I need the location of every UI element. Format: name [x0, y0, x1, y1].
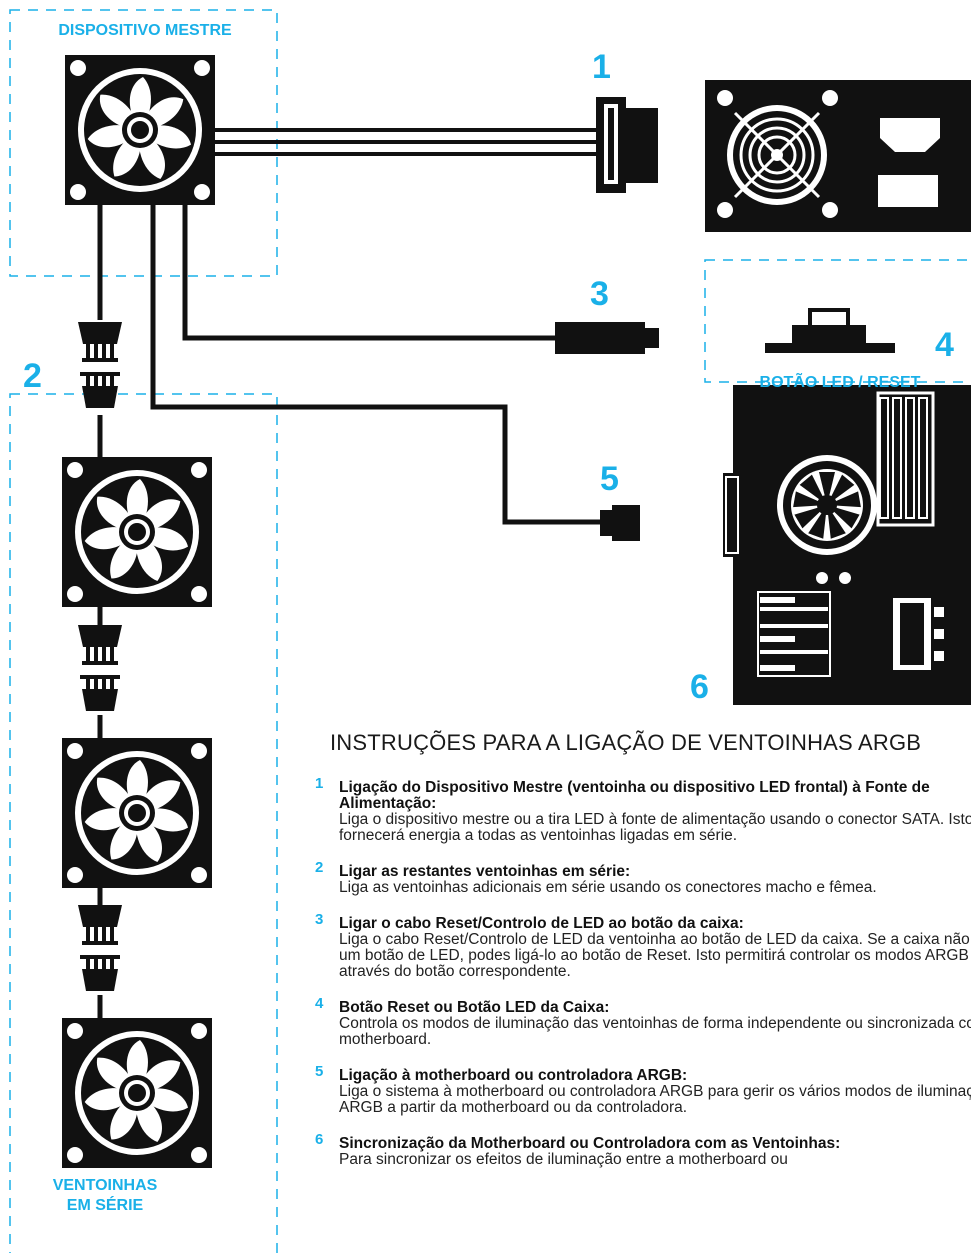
step-number: 6: [315, 1131, 324, 1148]
step-heading: Botão Reset ou Botão LED da Caixa:: [339, 999, 610, 1016]
cables: [97, 128, 600, 1018]
fan-icon: [62, 738, 212, 888]
step-text: Liga as ventoinhas adicionais em série u…: [339, 879, 877, 896]
reset-plug-icon: [555, 322, 659, 354]
step-number: 1: [315, 775, 324, 792]
step-number: 5: [315, 1063, 324, 1080]
number-2: 2: [23, 357, 42, 395]
master-device-label: DISPOSITIVO MESTRE: [58, 22, 232, 39]
step-5: 5 Ligação à motherboard ou controladora …: [315, 1064, 971, 1116]
master-fan-icon: [65, 55, 215, 205]
step-text: Liga o dispositivo mestre ou a tira LED …: [339, 811, 971, 844]
psu-icon: [705, 80, 971, 232]
number-5: 5: [600, 460, 619, 498]
argb-connector-icon: [78, 322, 122, 408]
step-heading: Ligar o cabo Reset/Controlo de LED ao bo…: [339, 915, 744, 932]
fans-series-line2: EM SÉRIE: [66, 1197, 144, 1214]
step-number: 2: [315, 859, 324, 876]
sata-connector-icon: [596, 97, 658, 193]
number-3: 3: [590, 275, 609, 313]
step-heading: Sincronização da Motherboard ou Controla…: [339, 1135, 841, 1152]
fans-series-label: VENTOINHAS EM SÉRIE: [40, 1176, 170, 1216]
led-button-icon: [765, 308, 895, 353]
fan-icon: [62, 1018, 212, 1168]
step-heading: Ligação do Dispositivo Mestre (ventoinha…: [339, 779, 930, 812]
step-heading: Ligação à motherboard ou controladora AR…: [339, 1067, 688, 1084]
number-4: 4: [935, 326, 954, 364]
led-reset-button-label: BOTÃO LED / RESET: [759, 374, 921, 391]
step-number: 4: [315, 995, 324, 1012]
number-1: 1: [592, 48, 611, 86]
argb-connector-icon: [78, 625, 122, 711]
fans-series-line1: VENTOINHAS: [52, 1177, 158, 1194]
step-text: Controla os modos de iluminação das vent…: [339, 1015, 971, 1048]
step-text: Para sincronizar os efeitos de iluminaçã…: [339, 1151, 788, 1168]
step-text: Liga o sistema à motherboard ou controla…: [339, 1083, 971, 1116]
argb-connector-icon: [78, 905, 122, 991]
argb-plug-icon: [600, 505, 640, 541]
step-4: 4 Botão Reset ou Botão LED da Caixa: Con…: [315, 996, 971, 1048]
step-1: 1 Ligação do Dispositivo Mestre (ventoin…: [315, 776, 971, 844]
instructions-title: INSTRUÇÕES PARA A LIGAÇÃO DE VENTOINHAS …: [330, 730, 922, 755]
fans-series-box: [9, 393, 278, 1253]
step-heading: Ligar as restantes ventoinhas em série:: [339, 863, 631, 880]
step-6: 6 Sincronização da Motherboard ou Contro…: [315, 1132, 971, 1168]
step-number: 3: [315, 911, 324, 928]
step-3: 3 Ligar o cabo Reset/Controlo de LED ao …: [315, 912, 971, 980]
step-text: Liga o cabo Reset/Controlo de LED da ven…: [339, 931, 971, 980]
number-6: 6: [690, 668, 709, 706]
instructions-panel: INSTRUÇÕES PARA A LIGAÇÃO DE VENTOINHAS …: [315, 730, 971, 1188]
fan-icon: [62, 457, 212, 607]
step-2: 2 Ligar as restantes ventoinhas em série…: [315, 860, 971, 896]
motherboard-icon: [723, 385, 971, 705]
